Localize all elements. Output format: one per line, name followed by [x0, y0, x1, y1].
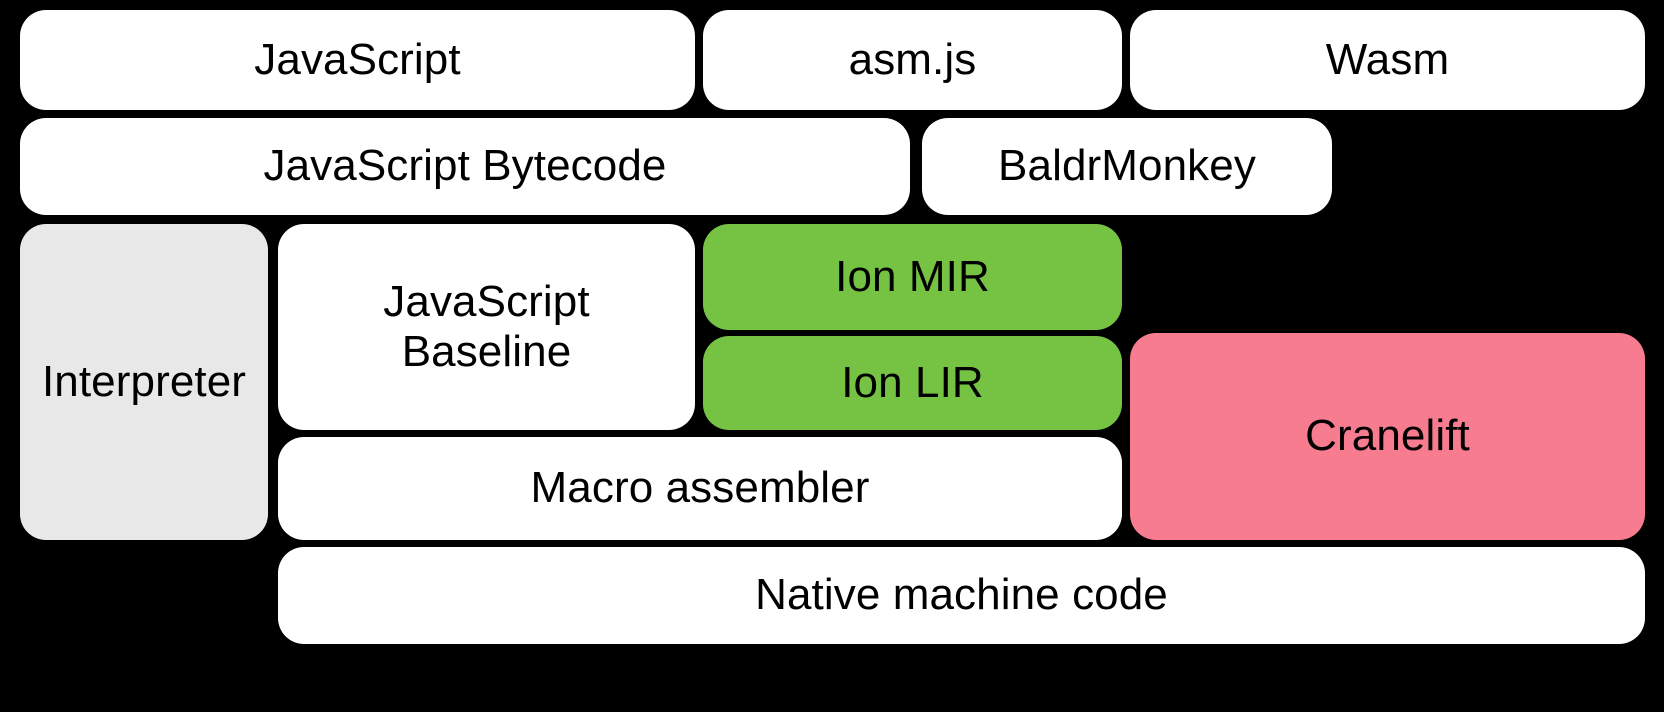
- box-wasm[interactable]: Wasm: [1130, 10, 1645, 110]
- box-macro-assembler[interactable]: Macro assembler: [278, 437, 1122, 540]
- box-javascript[interactable]: JavaScript: [20, 10, 695, 110]
- box-javascript-bytecode[interactable]: JavaScript Bytecode: [20, 118, 910, 215]
- box-cranelift[interactable]: Cranelift: [1130, 333, 1645, 540]
- box-ion-mir[interactable]: Ion MIR: [703, 224, 1122, 330]
- box-javascript-baseline[interactable]: JavaScript Baseline: [278, 224, 695, 430]
- box-asmjs[interactable]: asm.js: [703, 10, 1122, 110]
- box-native-machine-code[interactable]: Native machine code: [278, 547, 1645, 644]
- box-ion-lir[interactable]: Ion LIR: [703, 336, 1122, 430]
- box-baldrmonkey[interactable]: BaldrMonkey: [922, 118, 1332, 215]
- box-interpreter[interactable]: Interpreter: [20, 224, 268, 540]
